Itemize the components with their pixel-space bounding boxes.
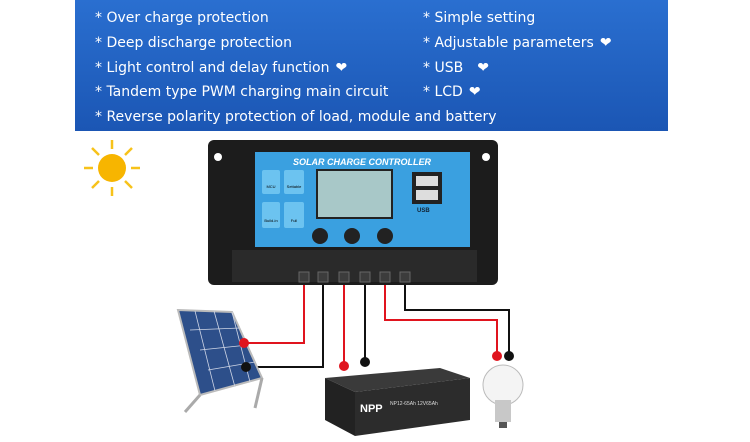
battery-brand: NPP [360,403,383,415]
sun-icon [84,140,140,196]
feature-left-5: * Reverse polarity protection of load, m… [95,109,497,125]
feature-left-2: * Deep discharge protection [95,35,292,51]
menu-button[interactable] [312,228,328,244]
feature-left-3: * Light control and delay function❤ [95,60,348,76]
icon-label: Full [291,218,298,223]
icon-label: MCU [266,184,275,189]
up-button[interactable] [344,228,360,244]
light-bulb [482,351,524,428]
feature-right-1: * Simple setting [423,10,536,26]
heart-icon: ❤ [599,35,612,51]
icon-label: Settable [287,184,302,189]
feature-right-3: * USB❤ [423,60,489,76]
solar-panel [176,308,264,413]
battery: NPP NP12-65Ah 12V65Ah [325,357,470,436]
controller-title: SOLAR CHARGE CONTROLLER [293,157,431,167]
usb-label: USB [417,208,430,214]
lcd-screen [316,169,393,219]
battery-model: NP12-65Ah 12V65Ah [390,401,438,407]
down-button[interactable] [377,228,393,244]
heart-icon: ❤ [335,60,348,76]
feature-right-2: * Adjustable parameters❤ [423,35,612,51]
icon-label: Build-in [264,218,277,223]
heart-icon: ❤ [477,60,489,76]
feature-right-4: * LCD❤ [423,84,481,100]
feature-banner [75,0,668,131]
heart-icon: ❤ [468,84,481,100]
feature-left-4: * Tandem type PWM charging main circuit [95,84,389,100]
charge-controller: SOLAR CHARGE CONTROLLER MCU Settable Bui… [208,140,498,285]
feature-left-1: * Over charge protection [95,10,269,26]
